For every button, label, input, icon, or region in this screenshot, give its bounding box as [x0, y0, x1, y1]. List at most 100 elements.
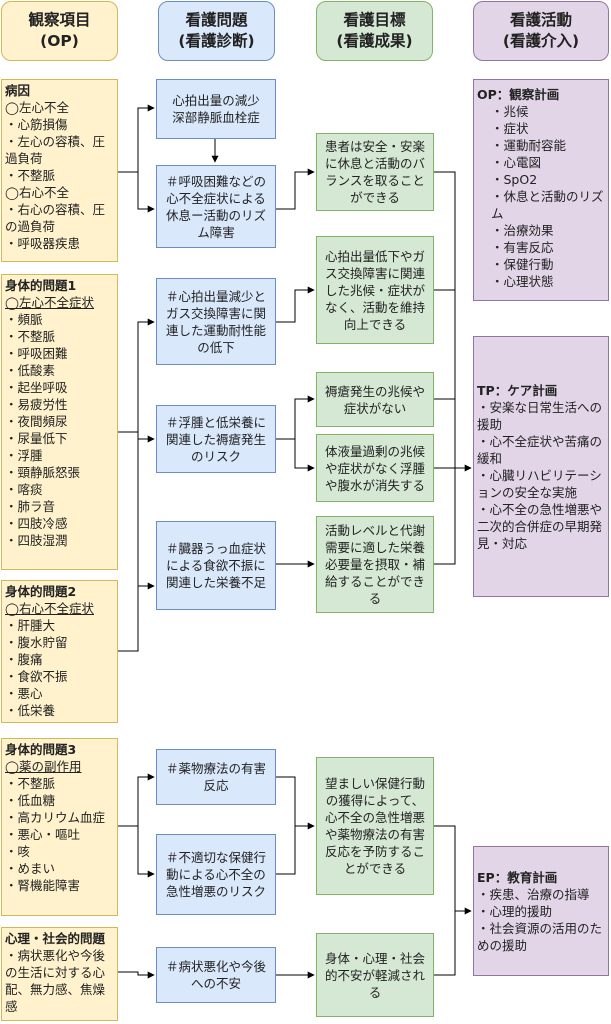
obs-item: ・めまい [5, 861, 56, 876]
goal-text: 患者は安全・安楽に休息と活動のバランスを取ることができる [324, 139, 425, 205]
obs-item: ・呼吸器疾患 [5, 236, 81, 251]
activity-item: ・心臓リハビリテーションの安全な実施 [477, 467, 602, 500]
header-goal: 看護目標 (看護成果) [316, 1, 433, 61]
obs-item: ・肝腫大 [5, 618, 56, 633]
problem-text: 心拍出量の減少 深部静脈血栓症 [172, 93, 260, 125]
problem-health-behavior: ＃不適切な保健行動による心不全の急性増悪のリスク [156, 834, 276, 915]
obs-subtitle: ◯右心不全症状 [5, 601, 94, 616]
obs-item: ・四肢冷感 [5, 516, 68, 531]
obs-title: 身体的問題1 [5, 278, 77, 293]
goal-text: 体液量過剰の兆候や症状がなく浮腫や腹水が消失する [324, 443, 425, 493]
problem-anxiety: ＃病状悪化や今後への不安 [156, 947, 276, 1003]
goal-no-ulcer: 褥瘡発生の兆候や症状がない [316, 372, 434, 427]
obs-item: ・不整脈 [5, 329, 56, 344]
obs-item: ・左心の容積、圧過負荷 [5, 134, 106, 166]
problem-exercise-tolerance: ＃心拍出量減少とガス交換障害に関連した運動耐性能の低下 [156, 278, 276, 365]
activity-item: ・兆候 [491, 104, 529, 119]
obs-title: 病因 [5, 83, 31, 98]
activity-item: ・疾患、治療の指導 [477, 886, 590, 902]
obs-item: ・夜間頻尿 [5, 414, 68, 429]
header-activity: 看護活動 (看護介入) [473, 1, 609, 61]
obs-item: ・浮腫 [5, 448, 43, 463]
obs-item: ・高カリウム血症 [5, 810, 106, 825]
obs-subtitle: ◯薬の副作用 [5, 759, 82, 774]
obs-item: ・悪心・嘔吐 [5, 827, 81, 842]
problem-text: ＃薬物療法の有害反応 [165, 761, 266, 793]
obs-psychosocial: 心理・社会的問題 ・病状悪化や今後の生活に対する心配、無力感、焦燥感 [1, 927, 118, 1021]
obs-item: ・易疲労性 [5, 397, 68, 412]
activity-item: ・心理状態 [491, 274, 554, 289]
obs-item: ・四肢湿潤 [5, 533, 68, 548]
obs-item: ・起坐呼吸 [5, 380, 68, 395]
header-problem: 看護問題 (看護診断) [158, 1, 275, 61]
activity-item: ・症状 [491, 121, 529, 136]
activity-item: ・心理的援助 [477, 903, 553, 919]
problem-text: ＃浮腫と低栄養に関連した褥瘡発生のリスク [165, 414, 266, 464]
obs-item: ・腹水貯留 [5, 635, 68, 650]
obs-item: ・低血糖 [5, 793, 56, 808]
problem-rest-activity: ＃呼吸困難などの心不全症状による休息ー活動のリズム障害 [156, 165, 276, 248]
obs-item: ・心筋損傷 [5, 117, 68, 132]
obs-item: ・病状悪化や今後の生活に対する心配、無力感、焦燥感 [5, 948, 106, 1014]
goal-rest-activity: 患者は安全・安楽に休息と活動のバランスを取ることができる [316, 133, 434, 211]
goal-anxiety: 身体・心理・社会的不安が軽減される [316, 933, 434, 1017]
obs-title: 身体的問題2 [5, 584, 77, 599]
obs-item: ・頻脈 [5, 312, 43, 327]
activity-title: OP：観察計画 [477, 87, 560, 102]
activity-title: TP：ケア計画 [477, 382, 558, 398]
activity-item: ・運動耐容能 [491, 138, 567, 153]
problem-text: ＃臓器うっ血症状による食欲不振に関連した栄養不足 [165, 541, 266, 590]
obs-item: ・不整脈 [5, 776, 56, 791]
goal-text: 褥瘡発生の兆候や症状がない [324, 383, 425, 416]
obs-item: ・右心の容積、圧の過負荷 [5, 202, 106, 234]
goal-text: 心拍出量低下やガス交換障害に関連した兆候・症状がなく、活動を維持向上できる [324, 248, 425, 332]
problem-pressure-ulcer: ＃浮腫と低栄養に関連した褥瘡発生のリスク [156, 405, 276, 473]
activity-item: ・心不全症状や苦痛の緩和 [477, 433, 603, 466]
header-activity-sub: (看護介入) [502, 32, 580, 50]
problem-drug-adverse: ＃薬物療法の有害反応 [156, 749, 276, 805]
obs-item: ◯左心不全 [5, 100, 69, 115]
obs-item: ・腎機能障害 [5, 878, 81, 893]
activity-ep: EP：教育計画 ・疾患、治療の指導 ・心理的援助 ・社会資源の活用のための援助 [473, 846, 609, 976]
obs-item: ・低栄養 [5, 703, 56, 718]
activity-title: EP：教育計画 [477, 869, 558, 885]
problem-text: ＃呼吸困難などの心不全症状による休息ー活動のリズム障害 [165, 173, 266, 240]
obs-item: ・不整脈 [5, 168, 56, 183]
header-observation-sub: (OP) [40, 32, 79, 50]
problem-text: ＃不適切な保健行動による心不全の急性増悪のリスク [165, 850, 266, 899]
obs-item: ・肺ラ音 [5, 499, 56, 514]
goal-nutrition: 活動レベルと代謝需要に適した栄養必要量を摂取・補給することができる [316, 516, 434, 613]
goal-text: 活動レベルと代謝需要に適した栄養必要量を摂取・補給することができる [324, 523, 425, 606]
obs-item: ・腹痛 [5, 652, 43, 667]
obs-item: ・咳 [5, 844, 31, 859]
goal-fluid-balance: 体液量過剰の兆候や症状がなく浮腫や腹水が消失する [316, 434, 434, 502]
obs-item: ・悪心 [5, 686, 43, 701]
activity-item: ・保健行動 [491, 257, 554, 272]
activity-item: ・休息と活動のリズム [491, 189, 604, 221]
obs-item: ◯右心不全 [5, 185, 69, 200]
activity-item: ・社会資源の活用のための援助 [477, 920, 603, 953]
problem-cardiac-output: 心拍出量の減少 深部静脈血栓症 [156, 79, 276, 139]
header-problem-sub: (看護診断) [178, 32, 255, 50]
header-goal-sub: (看護成果) [336, 32, 413, 50]
obs-physical-2: 身体的問題2 ◯右心不全症状 ・肝腫大 ・腹水貯留 ・腹痛 ・食欲不振 ・悪心 … [1, 580, 118, 723]
header-observation: 観察項目 (OP) [1, 1, 118, 61]
activity-item: ・治療効果 [491, 223, 554, 238]
obs-item: ・頸静脈怒張 [5, 465, 81, 480]
activity-item: ・安楽な日常生活への援助 [477, 399, 603, 432]
header-observation-title: 観察項目 [28, 11, 91, 29]
activity-tp: TP：ケア計画 ・安楽な日常生活への援助 ・心不全症状や苦痛の緩和 ・心臓リハビ… [473, 336, 609, 597]
header-problem-title: 看護問題 [185, 11, 248, 29]
problem-nutrition: ＃臓器うっ血症状による食欲不振に関連した栄養不足 [156, 521, 276, 610]
activity-item: ・心電図 [491, 155, 542, 170]
goal-text: 身体・心理・社会的不安が軽減される [324, 950, 425, 1000]
header-goal-title: 看護目標 [343, 11, 406, 29]
obs-subtitle: ◯左心不全症状 [5, 295, 94, 310]
obs-physical-1: 身体的問題1 ◯左心不全症状 ・頻脈 ・不整脈 ・呼吸困難 ・低酸素 ・起坐呼吸… [1, 274, 118, 570]
obs-title: 心理・社会的問題 [5, 931, 106, 946]
obs-etiology: 病因 ◯左心不全 ・心筋損傷 ・左心の容積、圧過負荷 ・不整脈 ◯右心不全 ・右… [1, 79, 118, 262]
obs-item: ・呼吸困難 [5, 346, 68, 361]
header-activity-title: 看護活動 [509, 11, 572, 29]
obs-item: ・尿量低下 [5, 431, 68, 446]
obs-title: 身体的問題3 [5, 742, 77, 757]
